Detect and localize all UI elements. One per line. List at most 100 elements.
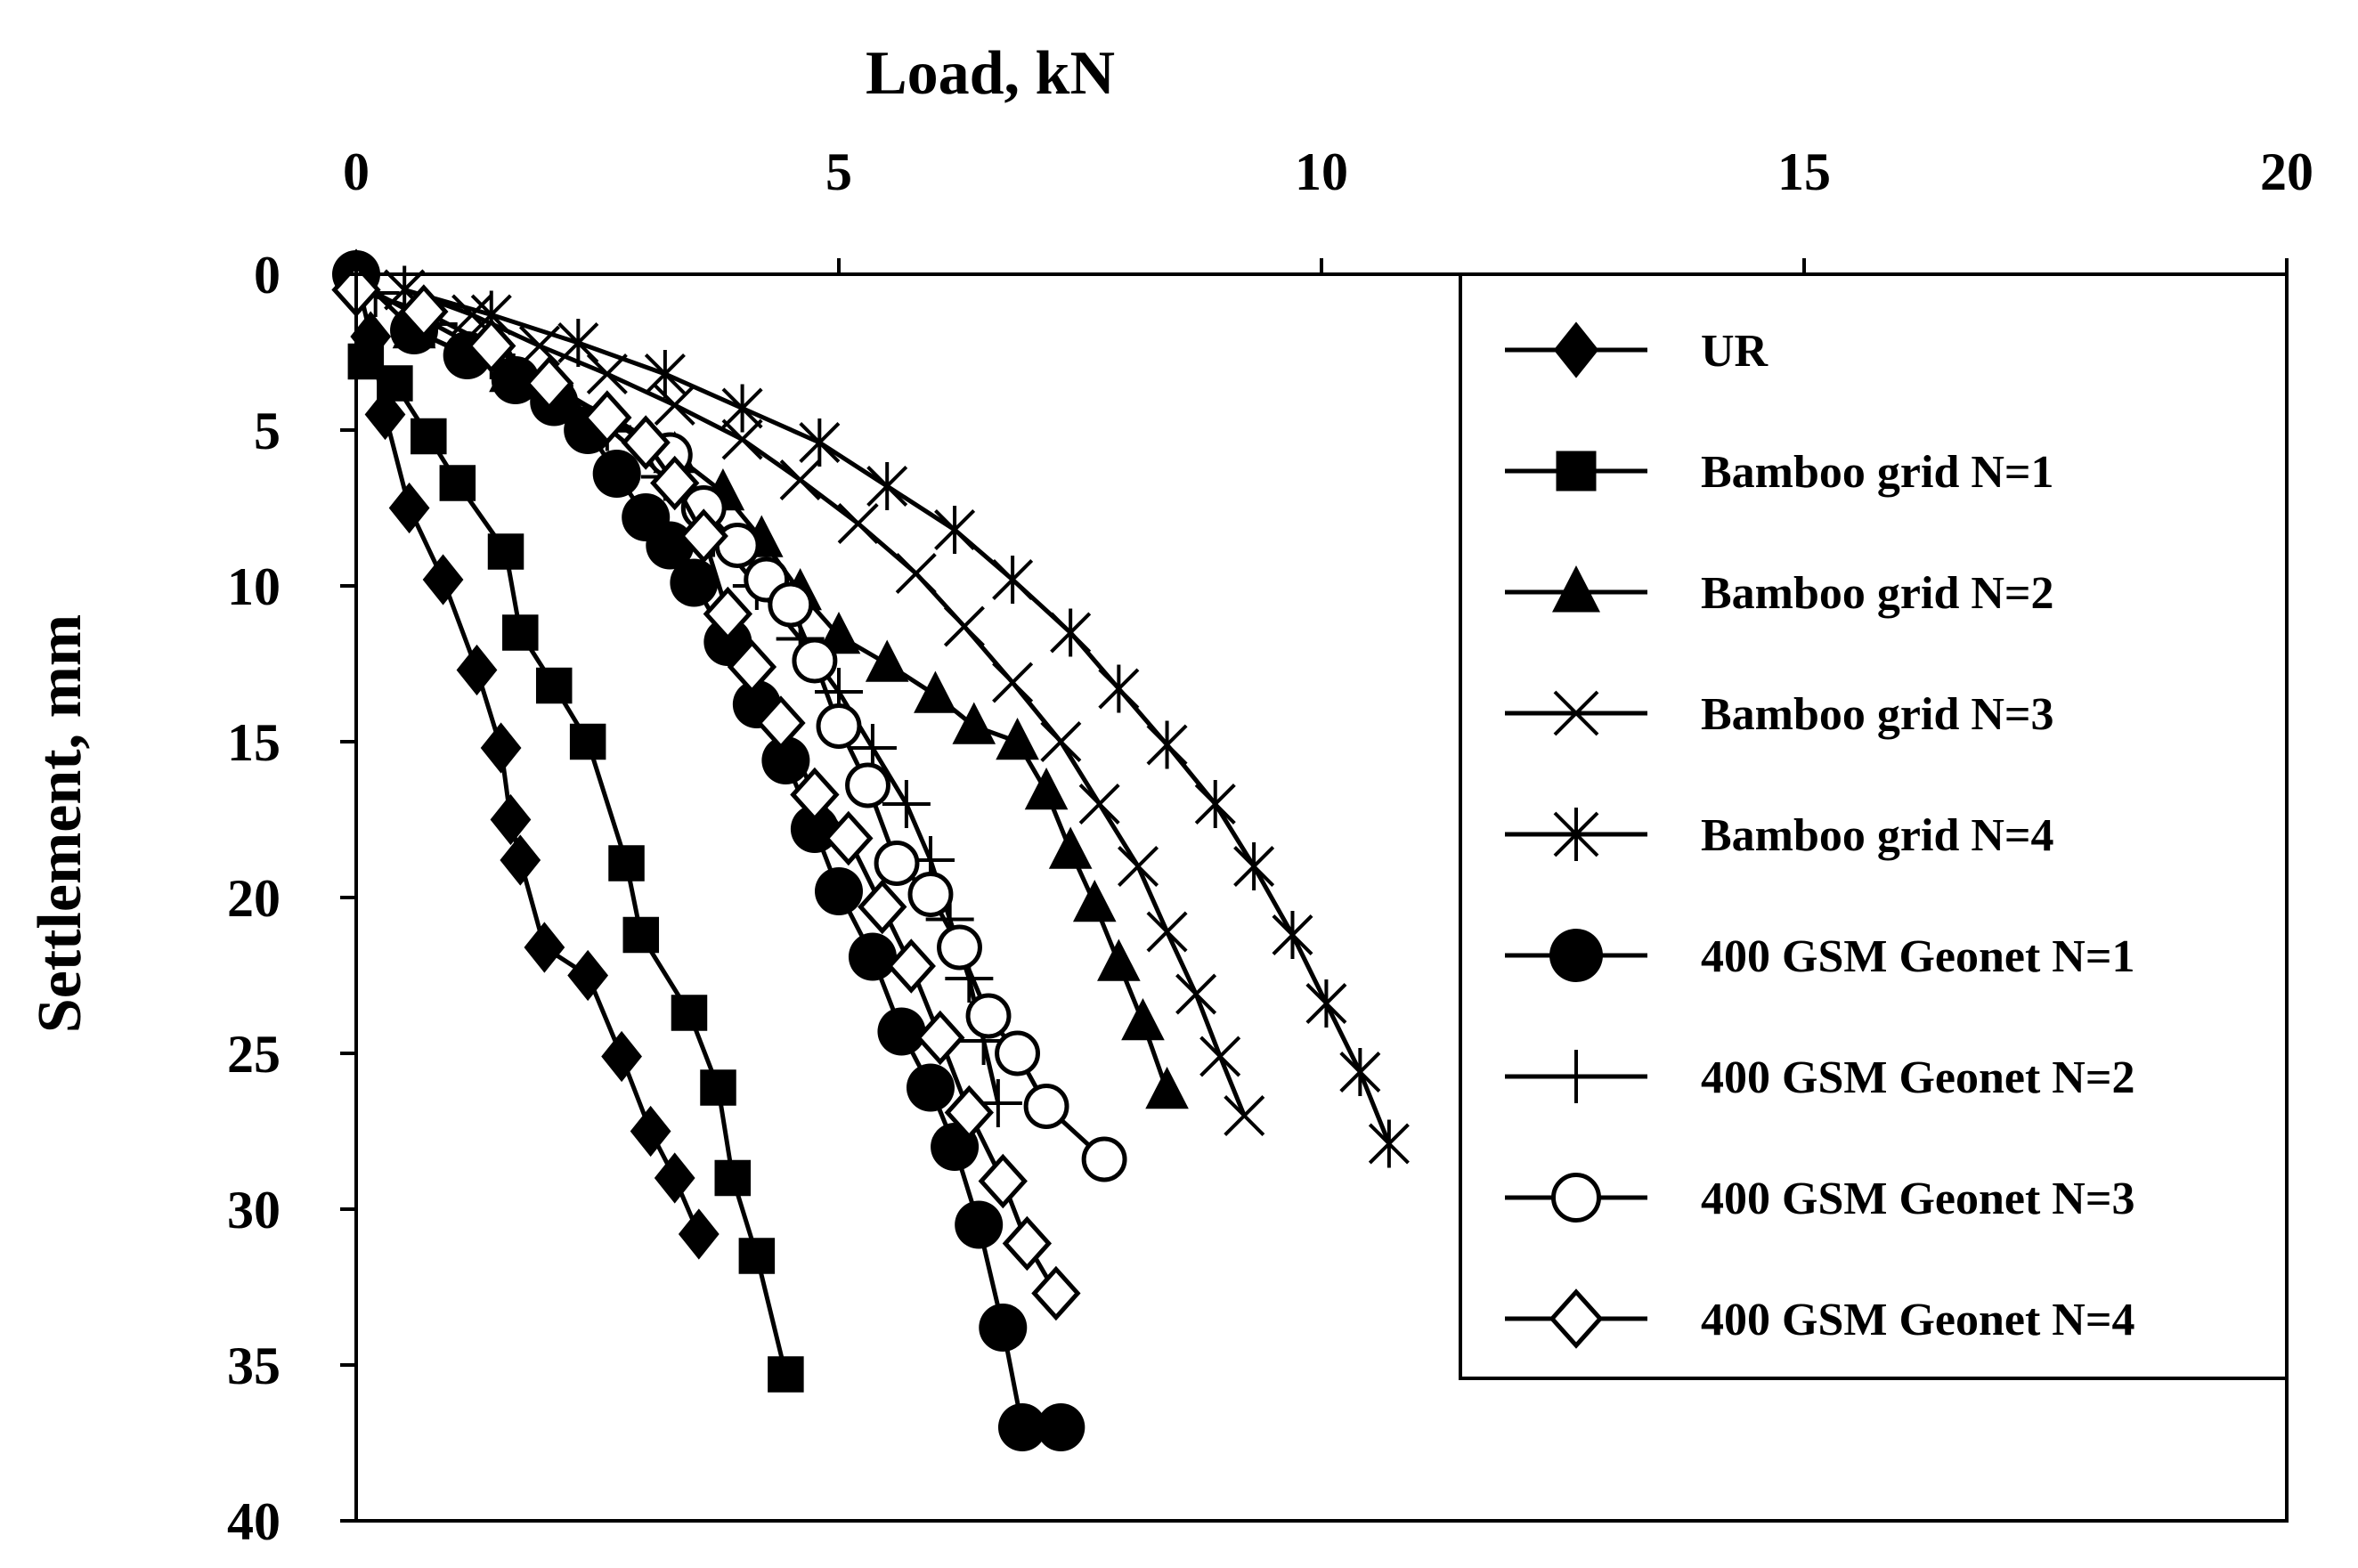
data-point-marker [377, 365, 413, 402]
data-point-marker [535, 667, 573, 704]
series-line [403, 288, 1247, 1117]
data-point-marker [882, 780, 931, 828]
data-point-marker [524, 355, 574, 411]
data-point-marker [703, 586, 753, 642]
data-point-marker [500, 834, 541, 886]
data-point-marker [364, 388, 406, 441]
data-point-marker [877, 1007, 926, 1056]
data-point-marker [845, 762, 890, 808]
data-point-marker [654, 384, 695, 427]
legend-item: Bamboo grid N=1 [1505, 447, 2054, 498]
data-point-marker [1037, 1403, 1085, 1451]
data-point-marker [439, 465, 476, 501]
data-point-marker [678, 1208, 720, 1260]
data-point-marker [502, 614, 539, 651]
data-point-marker [721, 384, 763, 433]
data-point-marker [934, 506, 976, 554]
data-point-marker [837, 502, 879, 545]
legend-item: 400 GSM Geonet N=2 [1505, 1050, 2134, 1103]
legend-item: Bamboo grid N=3 [1505, 689, 2054, 740]
data-point-marker [914, 670, 957, 713]
data-point-marker [874, 841, 920, 886]
legend-item: Bamboo grid N=4 [1505, 808, 2054, 861]
data-point-marker [799, 418, 841, 467]
data-point-marker [644, 350, 686, 398]
data-point-marker [978, 1153, 1028, 1209]
data-point-marker [824, 810, 874, 866]
legend-label: Bamboo grid N=2 [1701, 568, 2054, 619]
data-point-marker [1121, 998, 1165, 1041]
legend-label: UR [1701, 326, 1769, 377]
data-point-marker [1368, 1119, 1410, 1168]
data-point-marker [1549, 929, 1603, 982]
y-tick-label: 0 [254, 246, 281, 305]
data-point-marker [670, 558, 719, 607]
data-point-marker [1097, 938, 1141, 981]
y-tick-label: 5 [254, 402, 281, 460]
x-axis-title: Load, kN [866, 39, 1115, 108]
data-point-marker [601, 1030, 642, 1083]
data-point-marker [979, 1304, 1028, 1352]
data-point-marker [592, 450, 641, 498]
data-point-marker [1549, 1288, 1604, 1349]
data-point-marker [487, 533, 524, 570]
data-point-marker [608, 845, 645, 881]
data-point-marker [1098, 664, 1140, 713]
data-point-marker [480, 722, 522, 774]
data-point-marker [399, 284, 449, 339]
y-tick-label: 10 [227, 557, 281, 616]
data-point-marker [1002, 1215, 1053, 1271]
data-point-marker [1553, 808, 1599, 861]
data-point-marker [1050, 608, 1092, 657]
data-point-marker [422, 554, 464, 605]
legend-label: Bamboo grid N=1 [1701, 447, 2054, 498]
data-point-marker [1072, 880, 1117, 922]
data-point-marker [768, 1356, 804, 1393]
series-3 [384, 269, 1265, 1137]
data-point-marker [906, 1063, 955, 1112]
data-point-marker [937, 924, 982, 971]
data-point-marker [886, 938, 936, 994]
data-point-marker [1199, 1036, 1241, 1077]
data-point-marker [997, 1403, 1046, 1451]
data-point-marker [1556, 451, 1597, 492]
data-point-marker [524, 922, 565, 973]
data-point-marker [738, 1238, 776, 1274]
data-point-marker [1145, 1067, 1189, 1109]
data-point-marker [621, 415, 671, 470]
data-point-marker [1272, 911, 1313, 959]
data-point-marker [1048, 826, 1093, 869]
data-point-marker [848, 932, 897, 981]
data-point-marker [1194, 780, 1236, 828]
data-point-marker [671, 995, 708, 1031]
data-point-marker [995, 1030, 1040, 1076]
data-point-marker [1224, 1094, 1265, 1137]
data-point-marker [1339, 1048, 1381, 1096]
y-tick-label: 15 [227, 713, 281, 772]
data-point-marker [761, 736, 810, 784]
data-point-marker [907, 872, 954, 917]
data-point-marker [567, 949, 609, 1002]
data-point-marker [1551, 1173, 1601, 1223]
data-point-marker [1233, 842, 1275, 890]
data-point-marker [622, 916, 660, 954]
x-tick-label: 10 [1295, 142, 1348, 201]
data-point-marker [654, 1152, 695, 1204]
data-point-marker [790, 767, 840, 823]
data-point-marker [1031, 1265, 1081, 1321]
data-point-marker [700, 1069, 736, 1106]
legend-item: 400 GSM Geonet N=4 [1505, 1288, 2134, 1349]
x-tick-label: 0 [343, 142, 370, 201]
data-point-marker [815, 867, 863, 915]
data-point-marker [1081, 1136, 1127, 1182]
legend-label: Bamboo grid N=3 [1701, 689, 2054, 740]
data-point-marker [952, 702, 996, 744]
data-point-marker [943, 605, 985, 647]
legend-item: UR [1505, 321, 1769, 378]
data-point-marker [467, 318, 516, 374]
data-point-marker [1305, 979, 1347, 1028]
data-point-marker [727, 639, 777, 695]
data-point-marker [895, 552, 937, 595]
